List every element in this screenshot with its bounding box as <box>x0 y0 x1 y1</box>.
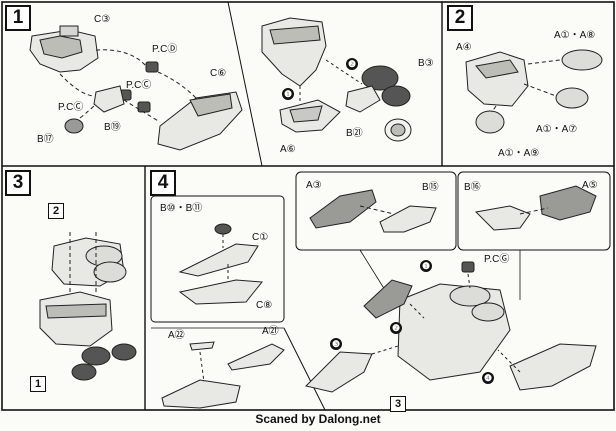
part-label-b3: B③ <box>418 58 434 69</box>
step1-parts-drawing <box>29 25 243 151</box>
sequence-marker-2: ❷ <box>346 58 358 70</box>
step-number-3: 3 <box>5 170 31 196</box>
part-label-c1: C① <box>252 232 269 243</box>
step2-drawing <box>465 49 603 134</box>
step-number-4: 4 <box>150 170 176 196</box>
part-label-c3: C③ <box>94 14 111 25</box>
sequence-marker-5-4: ❹ <box>482 372 494 384</box>
part-label-a1-a7: A①・A⑦ <box>536 124 578 135</box>
part-label-b19: B⑲ <box>104 122 121 133</box>
part-label-pcg: P.CⒼ <box>484 254 510 265</box>
scanner-credit: Scaned by Dalong.net <box>255 412 381 426</box>
part-label-b10-b11: B⑩・B⑪ <box>160 203 203 214</box>
sequence-marker-5-1: ❶ <box>420 260 432 272</box>
part-label-c8: C⑧ <box>256 300 273 311</box>
part-label-a22: A㉒ <box>168 330 185 341</box>
step1-assembly-drawing <box>261 17 412 142</box>
ref-step-3: 3 <box>390 396 406 412</box>
ref-step-2: 2 <box>48 203 64 219</box>
step4-drawing <box>161 223 285 409</box>
step3-drawing <box>39 232 137 381</box>
step-number-1: 1 <box>5 5 31 31</box>
part-label-b21: B㉑ <box>346 128 363 139</box>
step5-drawing <box>305 185 597 393</box>
part-label-a5: A⑤ <box>582 180 598 191</box>
part-label-a4: A④ <box>456 42 472 53</box>
part-label-a1-a9: A①・A⑨ <box>498 148 540 159</box>
part-label-a6: A⑥ <box>280 144 296 155</box>
part-label-pcc: P.CⒸ <box>126 80 152 91</box>
part-label-b17: B⑰ <box>37 134 54 145</box>
part-label-b15: B⑮ <box>422 182 439 193</box>
part-label-a3: A③ <box>306 180 322 191</box>
part-label-pcc2: P.CⒸ <box>58 102 84 113</box>
part-label-a1-a8: A①・A⑧ <box>554 30 596 41</box>
step-number-2: 2 <box>447 5 473 31</box>
part-label-pcd: P.CⒹ <box>152 44 178 55</box>
part-label-a21: A㉑ <box>262 326 279 337</box>
sequence-marker-1: ❶ <box>282 88 294 100</box>
part-label-b16: B⑯ <box>464 182 481 193</box>
sequence-marker-5-3: ❸ <box>330 338 342 350</box>
ref-step-1: 1 <box>30 376 46 392</box>
sequence-marker-5-2: ❷ <box>390 322 402 334</box>
part-label-c6: C⑥ <box>210 68 227 79</box>
